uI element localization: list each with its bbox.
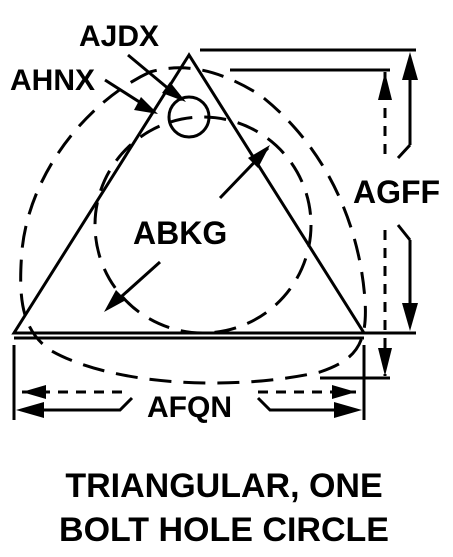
- afqn-inner-arrow-right: [332, 385, 356, 399]
- agff-dimension-bend-lower: [396, 224, 412, 241]
- agff-arrow-up: [402, 52, 418, 80]
- label-afqn: AFQN: [147, 391, 232, 424]
- caption-line-2: BOLT HOLE CIRCLE: [59, 511, 389, 549]
- afqn-arrow-right: [334, 402, 362, 418]
- afqn-solid-right: [256, 396, 356, 412]
- agff-inner-arrow-up: [378, 72, 392, 100]
- label-abkg: ABKG: [133, 215, 227, 251]
- caption-line-1: TRIANGULAR, ONE: [65, 467, 382, 505]
- bolt-hole: [167, 95, 211, 139]
- ahnx-arrow: [134, 97, 158, 114]
- triangle-outline: [11, 52, 367, 335]
- label-ajdx: AJDX: [79, 20, 159, 53]
- agff-dimension-bend-upper: [396, 143, 412, 160]
- ajdx-arrow: [162, 82, 186, 102]
- abkg-arrow-lower: [104, 290, 126, 312]
- afqn-solid-left: [22, 396, 134, 412]
- afqn-arrow-left: [16, 402, 44, 418]
- abkg-arrow-upper: [248, 145, 270, 168]
- agff-inner-arrow-down: [378, 348, 392, 376]
- label-agff: AGFF: [353, 174, 440, 210]
- label-ahnx: AHNX: [10, 64, 95, 97]
- bolt-circle: [93, 115, 313, 335]
- outer-dashed-contour: [19, 66, 367, 385]
- agff-arrow-down: [402, 303, 418, 331]
- afqn-inner-arrow-left: [22, 385, 46, 399]
